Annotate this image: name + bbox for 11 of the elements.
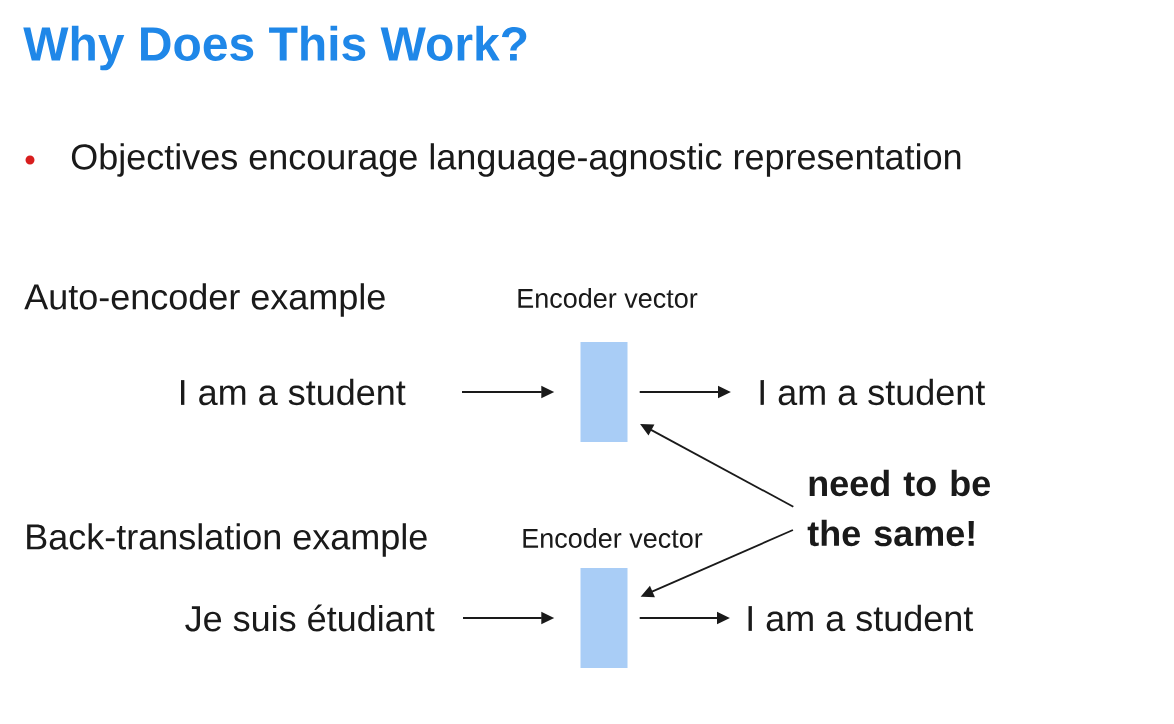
bar-caption: Encoder vector: [518, 288, 698, 308]
callout-text: need to be the same!: [807, 469, 990, 547]
section-label: Back-translation example: [27, 523, 427, 557]
sentence-text: I am a student: [760, 378, 986, 406]
sentence-text: I am a student: [181, 378, 406, 406]
sentence-text: Je suis étudiant: [185, 604, 435, 632]
slide-title: Why Does This Work?: [23, 25, 527, 71]
bar-caption: Encoder vector: [523, 528, 703, 548]
bullet-text: Objectives encourage language-agnostic representation: [71, 143, 961, 177]
sentence-text: I am a student: [748, 604, 974, 632]
section-label: Auto-encoder example: [24, 283, 385, 317]
